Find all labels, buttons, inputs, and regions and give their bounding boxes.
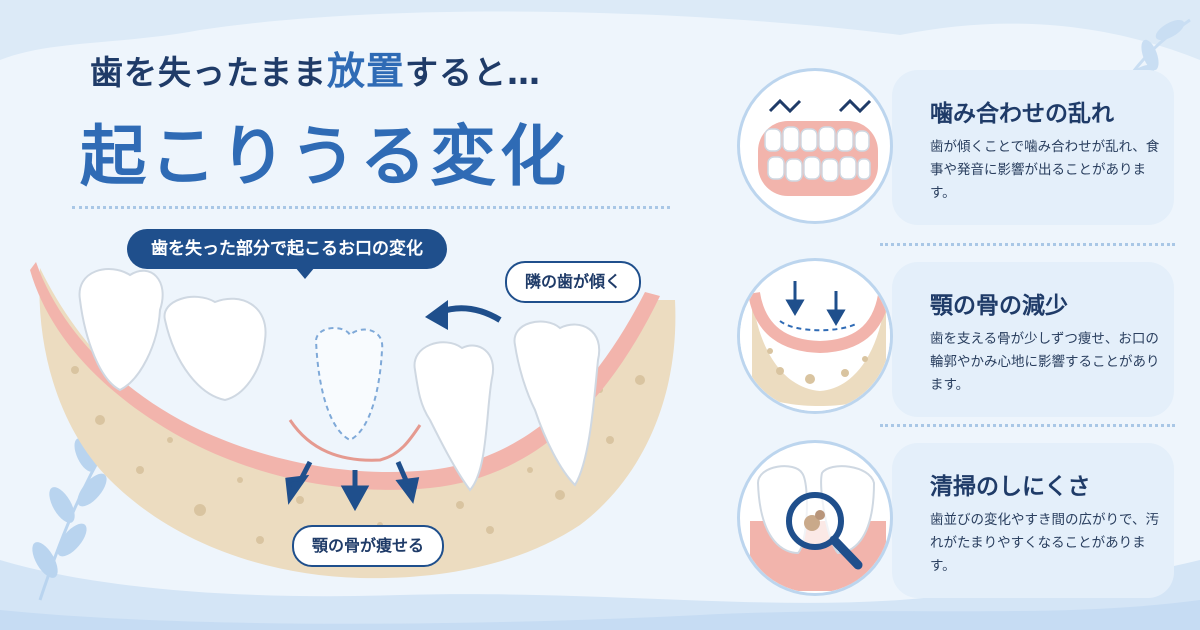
misaligned-bite-icon (737, 68, 893, 224)
diagram-banner: 歯を失った部分で起こるお口の変化 (127, 229, 447, 279)
tilt-arrow (439, 305, 502, 323)
jaw-diagram (30, 262, 676, 579)
card-title: 顎の骨の減少 (930, 293, 1068, 319)
card-text: 歯が傾くことで噛み合わせが乱れ、食事や発音に影響が出ることがあります。 (930, 139, 1160, 201)
jaw-bone (39, 268, 676, 579)
card-title: 噛み合わせの乱れ (930, 101, 1114, 127)
jaw-bone-loss-icon (737, 258, 893, 414)
headline-part2: すると… (405, 53, 542, 92)
card-bone: 顎の骨の減少 歯を支える骨が少しずつ痩せ、お口の輪郭やかみ心地に影響することがあ… (892, 262, 1174, 417)
card-text: 歯並びの変化やすき間の広がりで、汚れがたまりやすくなることがあります。 (930, 512, 1159, 574)
tilted-tooth-2 (513, 320, 601, 487)
headline-emphasis: 放置 (327, 49, 406, 93)
card-bite: 噛み合わせの乱れ 歯が傾くことで噛み合わせが乱れ、食事や発音に影響が出ることがあ… (892, 70, 1174, 225)
label-bone: 顎の骨が痩せる (292, 525, 445, 567)
tooth-molar-2 (163, 295, 267, 402)
headline-part1: 歯を失ったまま (90, 53, 328, 92)
label-tilt: 隣の歯が傾く (505, 261, 642, 303)
tilted-tooth-1 (413, 341, 495, 492)
tooth-molar-1 (78, 267, 164, 392)
divider (880, 424, 1175, 427)
card-title: 清掃のしにくさ (930, 474, 1091, 500)
missing-tooth-outline (314, 327, 384, 442)
magnifier-plaque-icon (737, 440, 893, 596)
divider (880, 243, 1175, 246)
card-cleaning: 清掃のしにくさ 歯並びの変化やすき間の広がりで、汚れがたまりやすくなることがあり… (892, 443, 1174, 598)
headline-main: 起こりうる変化 (80, 118, 570, 195)
bone-shrink-arrows (285, 460, 420, 512)
gum (30, 262, 660, 490)
headline-line1: 歯を失ったまま放置すると… (90, 40, 650, 95)
card-text: 歯を支える骨が少しずつ痩せ、お口の輪郭やかみ心地に影響することがあります。 (930, 331, 1160, 393)
divider (72, 206, 670, 209)
